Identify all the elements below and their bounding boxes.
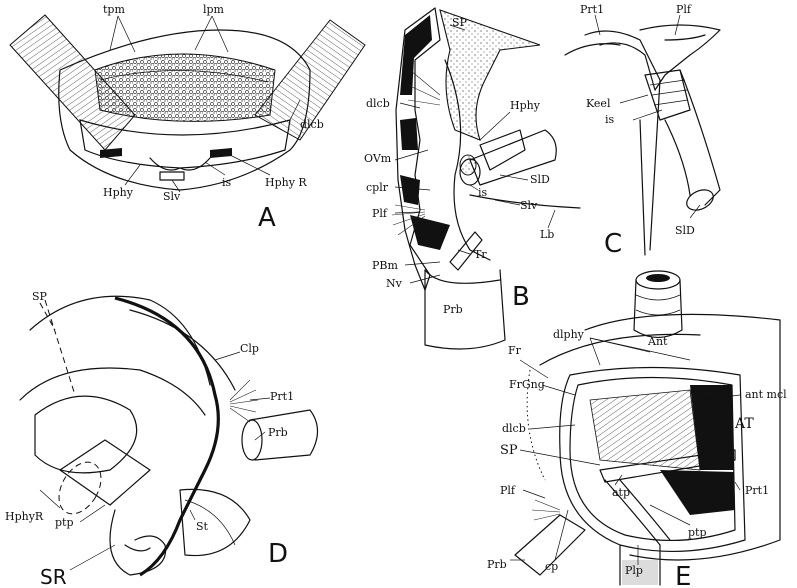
label-c-prt1: Prt1 (580, 3, 604, 16)
label-b-hphy: Hphy (510, 99, 541, 112)
panel-d: SP Clp Prt1 HphyR Prb ptp St SR D (5, 290, 318, 588)
label-d-clp: Clp (240, 342, 259, 355)
label-e-fr: Fr (508, 344, 522, 357)
label-d-prb: Prb (268, 426, 288, 439)
label-a-slv: Slv (163, 190, 181, 203)
label-e-frgng: FrGng (509, 378, 545, 391)
label-b-ovm: OVm (364, 152, 392, 165)
label-d-ptp: ptp (55, 516, 74, 529)
panel-e: dlphy Ant Fr FrGng ant mcl dlcb AT SP Pl… (487, 271, 787, 588)
label-b-pbm: PBm (372, 259, 398, 272)
label-c-keel: Keel (586, 97, 611, 110)
label-d-sr: SR (40, 565, 67, 588)
label-e-prt1: Prt1 (745, 484, 769, 497)
label-d-prt1: Prt1 (270, 390, 294, 403)
panel-c: Prt1 Plf Keel is SlD C (565, 3, 720, 259)
label-e-prb: Prb (487, 558, 507, 571)
label-c-is: is (605, 113, 615, 126)
label-b-lb: Lb (540, 228, 554, 241)
label-b-slv: Slv (520, 199, 538, 212)
label-b-sld: SlD (530, 173, 550, 186)
label-b-is: is (478, 186, 488, 199)
label-e-ptp: ptp (688, 526, 707, 539)
label-e-plp: Plp (625, 564, 643, 577)
label-e-antmcl: ant mcl (745, 388, 787, 401)
label-d-hphyr: HphyR (5, 510, 44, 523)
label-c-sld: SlD (675, 224, 695, 237)
label-b-nv: Nv (386, 277, 403, 290)
label-e-dlphy: dlphy (553, 328, 585, 341)
label-b-sp: SP (452, 16, 468, 29)
panel-letter-a: A (258, 203, 276, 233)
label-a-hphyr: Hphy R (265, 176, 307, 189)
label-b-cplr: cplr (366, 181, 389, 194)
label-e-dlcb: dlcb (502, 422, 526, 435)
panel-letter-e: E (675, 562, 691, 588)
panel-letter-c: C (604, 229, 622, 259)
panel-a: tpm lpm dlcb Hphy Slv is Hphy R A (10, 3, 365, 233)
label-e-ant: Ant (647, 335, 668, 348)
label-a-lpm: lpm (203, 3, 225, 16)
label-e-cp: cp (545, 560, 558, 573)
label-b-tr: Tr (474, 248, 487, 261)
label-a-is: is (222, 176, 232, 189)
label-c-plf: Plf (676, 3, 692, 16)
label-e-at: AT (734, 416, 754, 432)
label-d-sp: SP (32, 290, 48, 303)
label-b-dlcb: dlcb (366, 97, 390, 110)
panel-letter-d: D (268, 539, 288, 569)
label-a-dlcb: dlcb (300, 118, 324, 131)
label-e-plf: Plf (500, 484, 516, 497)
label-a-tpm: tpm (103, 3, 125, 16)
panel-b: SP dlcb Hphy OVm cplr SlD is Slv Plf Lb … (364, 8, 580, 349)
label-b-plf: Plf (372, 207, 388, 220)
label-e-atp: atp (612, 486, 630, 499)
label-a-hphy: Hphy (103, 186, 134, 199)
label-d-st: St (196, 520, 209, 533)
label-e-sp: SP (500, 443, 518, 458)
label-b-prb: Prb (443, 303, 463, 316)
panel-letter-b: B (512, 282, 530, 312)
